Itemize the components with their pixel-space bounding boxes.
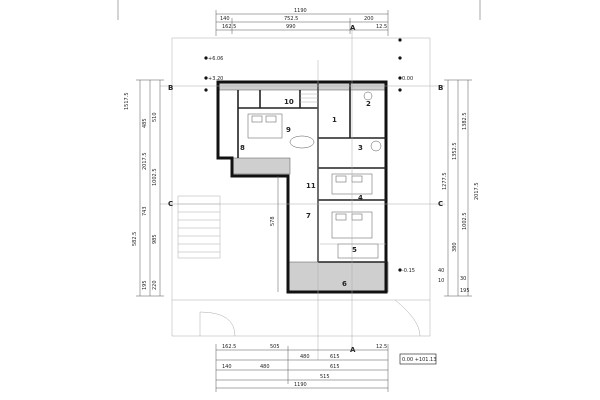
room-3: 3 (358, 144, 363, 152)
door-arc-bottom-left (199, 311, 236, 337)
dimension-chain-left: 1517.5 485 2017.5 510 1002.5 743 985 582… (124, 79, 164, 297)
dim-bottom-total: 1190 (294, 382, 307, 388)
level-markers: +6.06 +3.20 0.00 -0.15 (204, 38, 415, 274)
axis-label-a-top: A (350, 24, 356, 32)
axis-label-c-right: C (438, 200, 443, 208)
dim-top-1: 140 (220, 16, 230, 22)
dim-left-9: 195 (142, 280, 148, 290)
dim-top-2: 752.5 (284, 16, 298, 22)
wardrobe (337, 243, 379, 259)
middle-slab-hatch (231, 157, 291, 175)
armchair (370, 140, 382, 152)
dim-bottom-9: 515 (320, 374, 330, 380)
room-2: 2 (366, 100, 371, 108)
toilet (363, 91, 373, 101)
level-mark-4: -0.15 (402, 268, 415, 274)
dimension-chain-bottom: 162.5 505 480 615 12.5 140 480 615 515 1… (215, 344, 389, 392)
dim-top-total: 1190 (294, 8, 307, 14)
dim-left-1: 1517.5 (124, 93, 130, 111)
level-tag: 0.00 +101.13 (402, 357, 436, 363)
site-outline (171, 37, 431, 337)
level-tag-box (399, 353, 437, 365)
dim-bottom-6: 140 (222, 364, 232, 370)
bed-room-9 (247, 113, 283, 139)
exterior-walls (216, 80, 388, 294)
bottom-slab-hatch (287, 261, 389, 293)
dim-right-6: 380 (452, 242, 458, 252)
dim-right-9: 30 (460, 276, 466, 282)
dim-bottom-7: 480 (260, 364, 270, 370)
interior-dim: 578 (270, 216, 276, 226)
level-mark-3: 0.00 (402, 76, 413, 82)
room-9: 9 (286, 126, 291, 134)
stair-top (300, 93, 318, 103)
dim-bottom-1: 162.5 (222, 344, 236, 350)
dim-top-3: 162.5 (222, 24, 236, 30)
dim-top-4: 990 (286, 24, 296, 30)
dim-right-3: 1352.5 (452, 143, 458, 161)
room-1: 1 (332, 116, 337, 124)
dim-left-7: 985 (152, 234, 158, 244)
room-8: 8 (240, 144, 245, 152)
dim-bottom-2: 505 (270, 344, 280, 350)
dim-bottom-4: 615 (330, 354, 340, 360)
dimension-chain-top: 1190 140 752.5 162.5 990 200 12.5 (215, 8, 389, 36)
dim-bottom-3: 480 (300, 354, 310, 360)
door-arc-bottom-right (394, 299, 421, 337)
room-4: 4 (358, 194, 363, 202)
level-mark-1: +6.06 (208, 56, 223, 62)
room-11: 11 (306, 182, 316, 190)
room-5: 5 (352, 246, 357, 254)
dim-right-2: 1382.5 (462, 113, 468, 131)
dim-bottom-8: 615 (330, 364, 340, 370)
dim-left-8: 582.5 (132, 232, 138, 246)
dim-right-10: 195 (460, 288, 470, 294)
axis-label-b-left: B (168, 84, 173, 92)
dim-left-3: 2017.5 (142, 153, 148, 171)
bathtub (289, 135, 315, 149)
level-mark-2: +3.20 (208, 76, 223, 82)
dim-left-5: 1002.5 (152, 169, 158, 187)
dim-right-7: 40 (438, 268, 444, 274)
dim-top-6: 12.5 (376, 24, 387, 30)
room-10: 10 (284, 98, 294, 106)
dim-left-4: 510 (152, 112, 158, 122)
dim-top-5: 200 (364, 16, 374, 22)
axis-label-b-right: B (438, 84, 443, 92)
axis-label-c-left: C (168, 200, 173, 208)
dim-right-1: 2017.5 (474, 183, 480, 201)
dim-left-6: 743 (142, 206, 148, 216)
dim-bottom-5: 12.5 (376, 344, 387, 350)
stair-left (177, 195, 221, 259)
dim-right-8: 10 (438, 278, 444, 284)
dim-left-2: 485 (142, 118, 148, 128)
dim-right-5: 1002.5 (462, 213, 468, 231)
room-6: 6 (342, 280, 347, 288)
dimension-chain-right: 2017.5 1382.5 1352.5 1277.5 1002.5 380 4… (438, 79, 480, 297)
room-7: 7 (306, 212, 311, 220)
dim-right-4: 1277.5 (442, 173, 448, 191)
dim-left-10: 220 (152, 280, 158, 290)
